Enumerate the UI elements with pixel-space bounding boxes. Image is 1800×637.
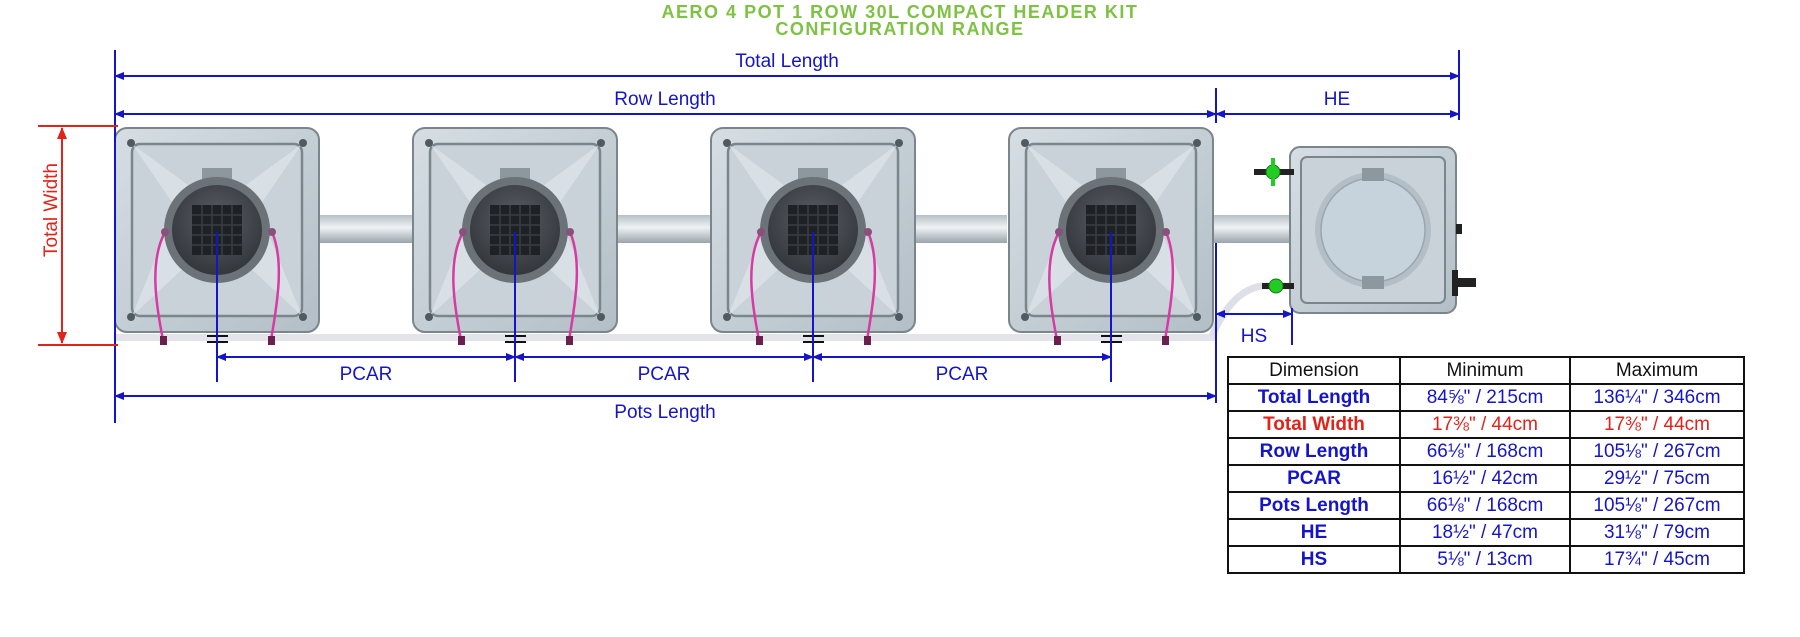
row-minimum: 66⅛" / 168cm bbox=[1399, 437, 1571, 466]
row-maximum: 136¼" / 346cm bbox=[1569, 383, 1745, 412]
pipe-3 bbox=[913, 215, 1007, 243]
row-minimum: 5⅛" / 13cm bbox=[1399, 545, 1571, 574]
row-maximum: 105⅛" / 267cm bbox=[1569, 491, 1745, 520]
return-line bbox=[115, 334, 1215, 341]
table-row: HS 5⅛" / 13cm 17¾" / 45cm bbox=[1227, 545, 1745, 574]
row-maximum: 29½" / 75cm bbox=[1569, 464, 1745, 493]
dimension-table: Dimension Minimum Maximum Total Length 8… bbox=[1227, 356, 1745, 574]
table-row: HE 18½" / 47cm 31⅛" / 79cm bbox=[1227, 518, 1745, 547]
valve-upper-icon bbox=[1254, 158, 1294, 186]
row-dimension: Total Length bbox=[1227, 383, 1401, 412]
pot-4 bbox=[1008, 127, 1214, 345]
row-minimum: 17⅜" / 44cm bbox=[1399, 410, 1571, 439]
row-dimension: HE bbox=[1227, 518, 1401, 547]
diagram-subtitle: CONFIGURATION RANGE bbox=[775, 19, 1025, 39]
row-maximum: 17¾" / 45cm bbox=[1569, 545, 1745, 574]
total-length-label: Total Length bbox=[735, 51, 839, 72]
row-maximum: 17⅜" / 44cm bbox=[1569, 410, 1745, 439]
row-minimum: 18½" / 47cm bbox=[1399, 518, 1571, 547]
pcar-label-1: PCAR bbox=[339, 364, 393, 385]
valve-lower-icon bbox=[1262, 278, 1294, 294]
total-width-dimension bbox=[38, 125, 118, 346]
table-row: Pots Length 66⅛" / 168cm 105⅛" / 267cm bbox=[1227, 491, 1745, 520]
pipe-1 bbox=[318, 215, 412, 243]
pots-length-label: Pots Length bbox=[614, 402, 716, 423]
hs-label: HS bbox=[1240, 326, 1268, 347]
row-dimension: Total Width bbox=[1227, 410, 1401, 439]
row-maximum: 31⅛" / 79cm bbox=[1569, 518, 1745, 547]
row-dimension: PCAR bbox=[1227, 464, 1401, 493]
row-dimension: Row Length bbox=[1227, 437, 1401, 466]
header-maximum: Maximum bbox=[1569, 356, 1745, 385]
row-minimum: 16½" / 42cm bbox=[1399, 464, 1571, 493]
row-maximum: 105⅛" / 267cm bbox=[1569, 437, 1745, 466]
pcar-label-2: PCAR bbox=[637, 364, 691, 385]
pot-centre-lines bbox=[216, 232, 1112, 382]
table-row: Total Length 84⅝" / 215cm 136¼" / 346cm bbox=[1227, 383, 1745, 412]
pipe-2 bbox=[616, 215, 710, 243]
table-row: Total Width 17⅜" / 44cm 17⅜" / 44cm bbox=[1227, 410, 1745, 439]
header-tank bbox=[1289, 146, 1476, 314]
row-minimum: 66⅛" / 168cm bbox=[1399, 491, 1571, 520]
header-minimum: Minimum bbox=[1399, 356, 1571, 385]
row-dimension: Pots Length bbox=[1227, 491, 1401, 520]
row-minimum: 84⅝" / 215cm bbox=[1399, 383, 1571, 412]
pot-2 bbox=[412, 127, 618, 345]
table-row: PCAR 16½" / 42cm 29½" / 75cm bbox=[1227, 464, 1745, 493]
row-length-label: Row Length bbox=[614, 89, 716, 110]
total-width-label: Total Width bbox=[41, 163, 62, 257]
table-row: Row Length 66⅛" / 168cm 105⅛" / 267cm bbox=[1227, 437, 1745, 466]
table-header-row: Dimension Minimum Maximum bbox=[1227, 356, 1745, 385]
he-label: HE bbox=[1323, 89, 1351, 110]
header-dimension: Dimension bbox=[1227, 356, 1401, 385]
row-dimension: HS bbox=[1227, 545, 1401, 574]
pipe-4 bbox=[1211, 215, 1289, 243]
pot-3 bbox=[710, 127, 916, 345]
diagram-title: AERO 4 POT 1 ROW 30L COMPACT HEADER KIT bbox=[661, 2, 1139, 22]
pcar-label-3: PCAR bbox=[935, 364, 989, 385]
